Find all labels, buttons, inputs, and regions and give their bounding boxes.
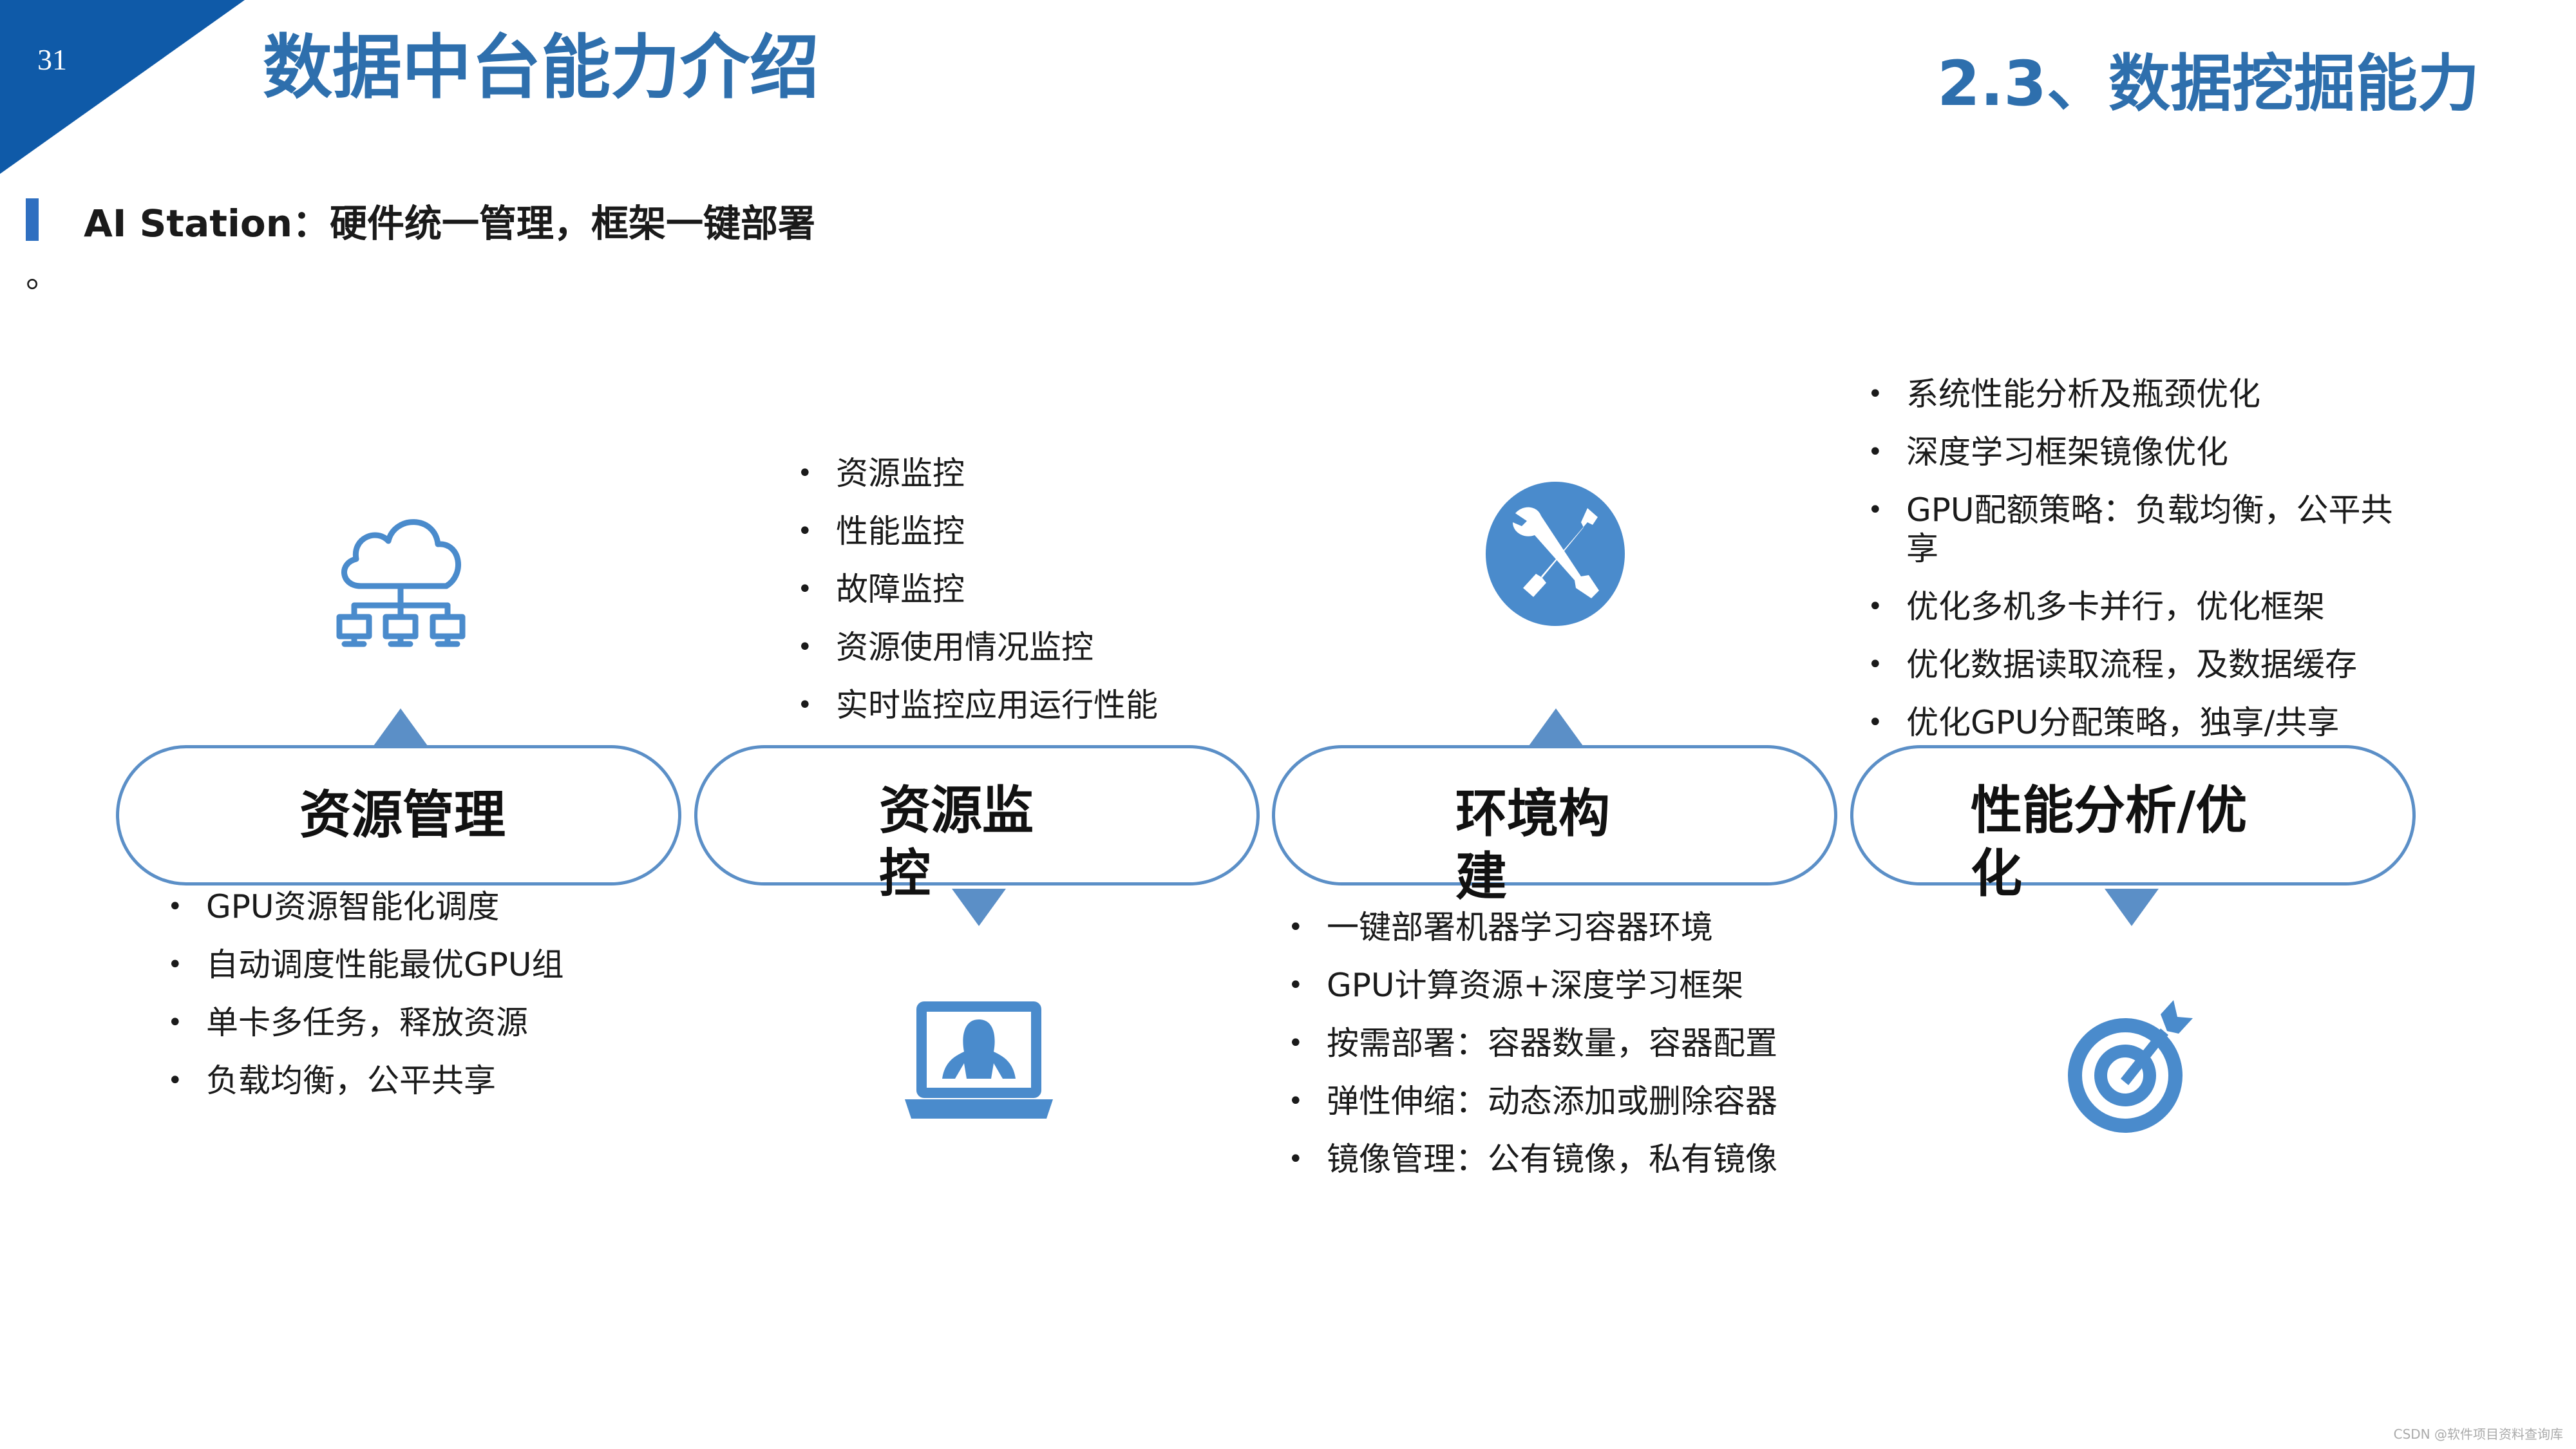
list-item: 一键部署机器学习容器环境 — [1288, 908, 1803, 947]
subtitle-text: ：硬件统一管理，框架一键部署 — [292, 202, 816, 245]
subtitle-brand: AI Station — [84, 202, 293, 245]
tools-icon — [1486, 482, 1625, 626]
list-item: 自动调度性能最优GPU组 — [167, 945, 567, 984]
arrow-up-marker — [374, 708, 428, 746]
slide-number: 31 — [37, 43, 67, 76]
bullet-list: 一键部署机器学习容器环境 GPU计算资源+深度学习框架 按需部署：容器数量，容器… — [1288, 908, 1803, 1198]
pill-resource-monitoring — [694, 745, 1260, 886]
list-item: 单卡多任务，释放资源 — [167, 1003, 567, 1042]
watermark: CSDN @软件项目资料查询库 — [2393, 1426, 2563, 1442]
pill-performance-optimization — [1850, 745, 2416, 886]
subtitle: AI Station：硬件统一管理，框架一键部署 — [84, 193, 815, 247]
list-item: GPU计算资源+深度学习框架 — [1288, 966, 1803, 1005]
list-item: 故障监控 — [797, 570, 1158, 609]
list-item: 实时监控应用运行性能 — [797, 686, 1158, 724]
bullet-list: 系统性能分析及瓶颈优化 深度学习框架镜像优化 GPU配额策略：负载均衡，公平共享… — [1868, 375, 2415, 761]
list-item: 负载均衡，公平共享 — [167, 1061, 567, 1100]
subtitle-marker — [26, 198, 39, 241]
pill-label: 性能分析/优化 — [1971, 781, 2248, 904]
list-item: 弹性伸缩：动态添加或删除容器 — [1288, 1082, 1803, 1121]
list-item: GPU资源智能化调度 — [167, 887, 567, 926]
pill-label: 资源管理 — [299, 785, 506, 845]
list-item: 镜像管理：公有镜像，私有镜像 — [1288, 1140, 1803, 1179]
list-item: 性能监控 — [797, 512, 1158, 551]
arrow-down-marker — [2105, 889, 2159, 926]
pill-environment-build — [1272, 745, 1837, 886]
arrow-up-marker — [1529, 708, 1583, 746]
list-item: 优化数据读取流程，及数据缓存 — [1868, 645, 2415, 684]
pill-resource-management — [116, 745, 681, 886]
target-icon — [2068, 1000, 2193, 1133]
list-item: 深度学习框架镜像优化 — [1868, 433, 2415, 471]
subtitle-tail: 。 — [26, 257, 60, 296]
page-title: 数据中台能力介绍 — [263, 28, 820, 108]
list-item: 优化GPU分配策略，独享/共享 — [1868, 703, 2415, 742]
section-title: 2.3、数据挖掘能力 — [1937, 48, 2479, 120]
cloud-network-icon — [336, 519, 466, 647]
pill-label: 环境构建 — [1455, 784, 1610, 907]
arrow-down-marker — [952, 889, 1006, 926]
corner-triangle — [0, 0, 245, 174]
list-item: 系统性能分析及瓶颈优化 — [1868, 375, 2415, 413]
bullet-list: GPU资源智能化调度 自动调度性能最优GPU组 单卡多任务，释放资源 负载均衡，… — [167, 887, 567, 1119]
monitor-user-icon — [905, 1001, 1053, 1119]
list-item: 资源监控 — [797, 454, 1158, 493]
list-item: 按需部署：容器数量，容器配置 — [1288, 1024, 1803, 1063]
pill-label: 资源监控 — [879, 781, 1034, 904]
bullet-list: 资源监控 性能监控 故障监控 资源使用情况监控 实时监控应用运行性能 — [797, 454, 1158, 744]
list-item: 优化多机多卡并行，优化框架 — [1868, 587, 2415, 626]
list-item: GPU配额策略：负载均衡，公平共享 — [1868, 491, 2415, 568]
list-item: 资源使用情况监控 — [797, 628, 1158, 667]
